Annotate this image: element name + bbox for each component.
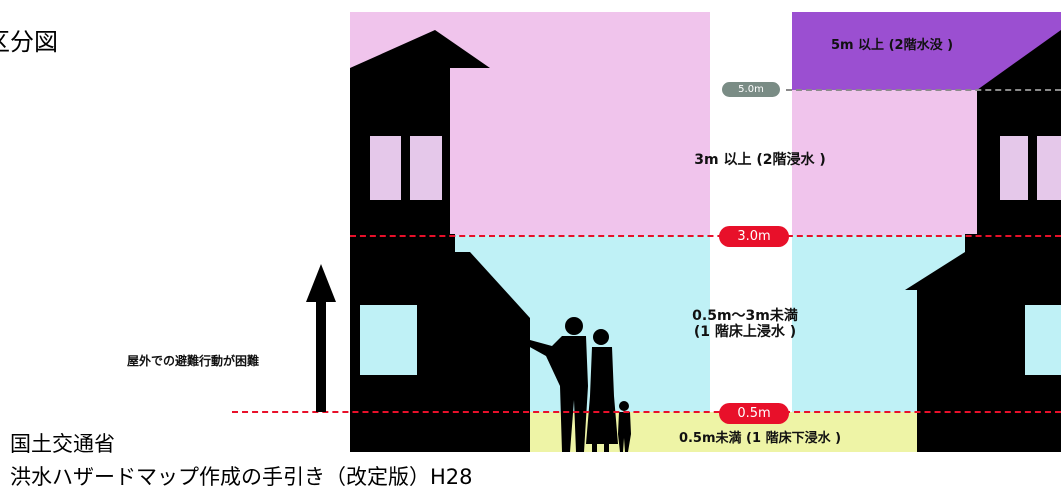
- level-line-3m: [350, 235, 1061, 237]
- footer-line1: 国土交通省: [10, 432, 115, 456]
- footer-line2: 洪水ハザードマップ作成の手引き（改定版）H28: [10, 465, 473, 489]
- level-line-5m: [786, 89, 1061, 91]
- left-house-silhouette: [350, 30, 530, 452]
- page-title: 区分図: [0, 28, 58, 56]
- zone-label-above5: 5m 以上 (2階水没 ): [830, 38, 954, 53]
- level-line-05m: [232, 411, 1061, 413]
- marker-5m: 5.0m: [722, 82, 780, 97]
- up-arrow-icon: [306, 264, 336, 412]
- marker-3m: 3.0m: [719, 226, 789, 247]
- family-silhouette: [528, 317, 631, 452]
- left-house-lower-window: [360, 305, 417, 375]
- zone-label-above3: 3m 以上 (2階浸水 ): [694, 152, 826, 168]
- zone-label-below05: 0.5m未満 (1 階床下浸水 ): [678, 431, 842, 446]
- right-house-silhouette: [905, 30, 1061, 452]
- right-window-divider: [1028, 136, 1037, 200]
- side-label: 屋外での避難行動が困難: [127, 354, 260, 368]
- left-window-divider: [401, 136, 410, 200]
- marker-05m: 0.5m: [719, 403, 789, 424]
- right-house-lower-window: [1025, 305, 1061, 375]
- zone-label-mid: 0.5m～3m未満 (1 階床上浸水 ): [692, 308, 798, 340]
